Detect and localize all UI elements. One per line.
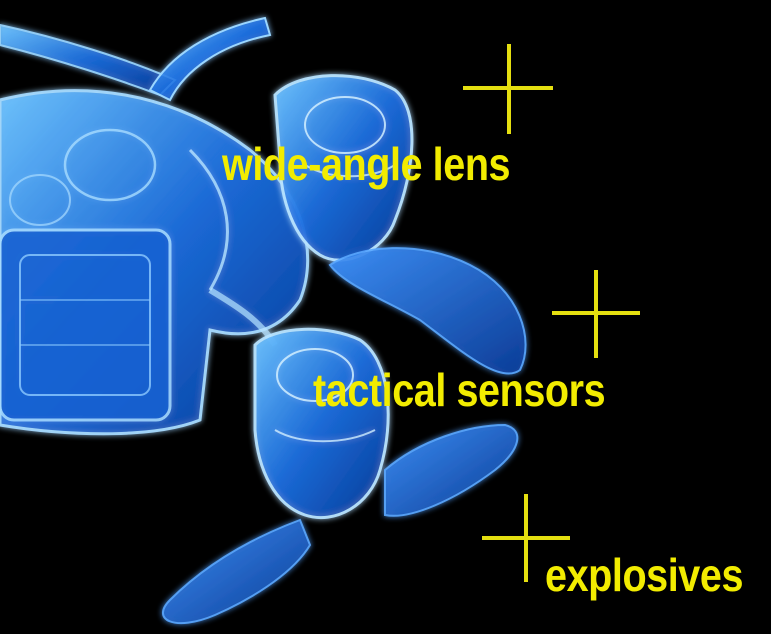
crosshair-icon: [552, 270, 640, 358]
label-wide-angle-lens: wide-angle lens: [222, 141, 510, 187]
label-explosives: explosives: [545, 552, 743, 598]
crosshair-icon: [463, 44, 553, 134]
label-tactical-sensors: tactical sensors: [313, 367, 605, 413]
